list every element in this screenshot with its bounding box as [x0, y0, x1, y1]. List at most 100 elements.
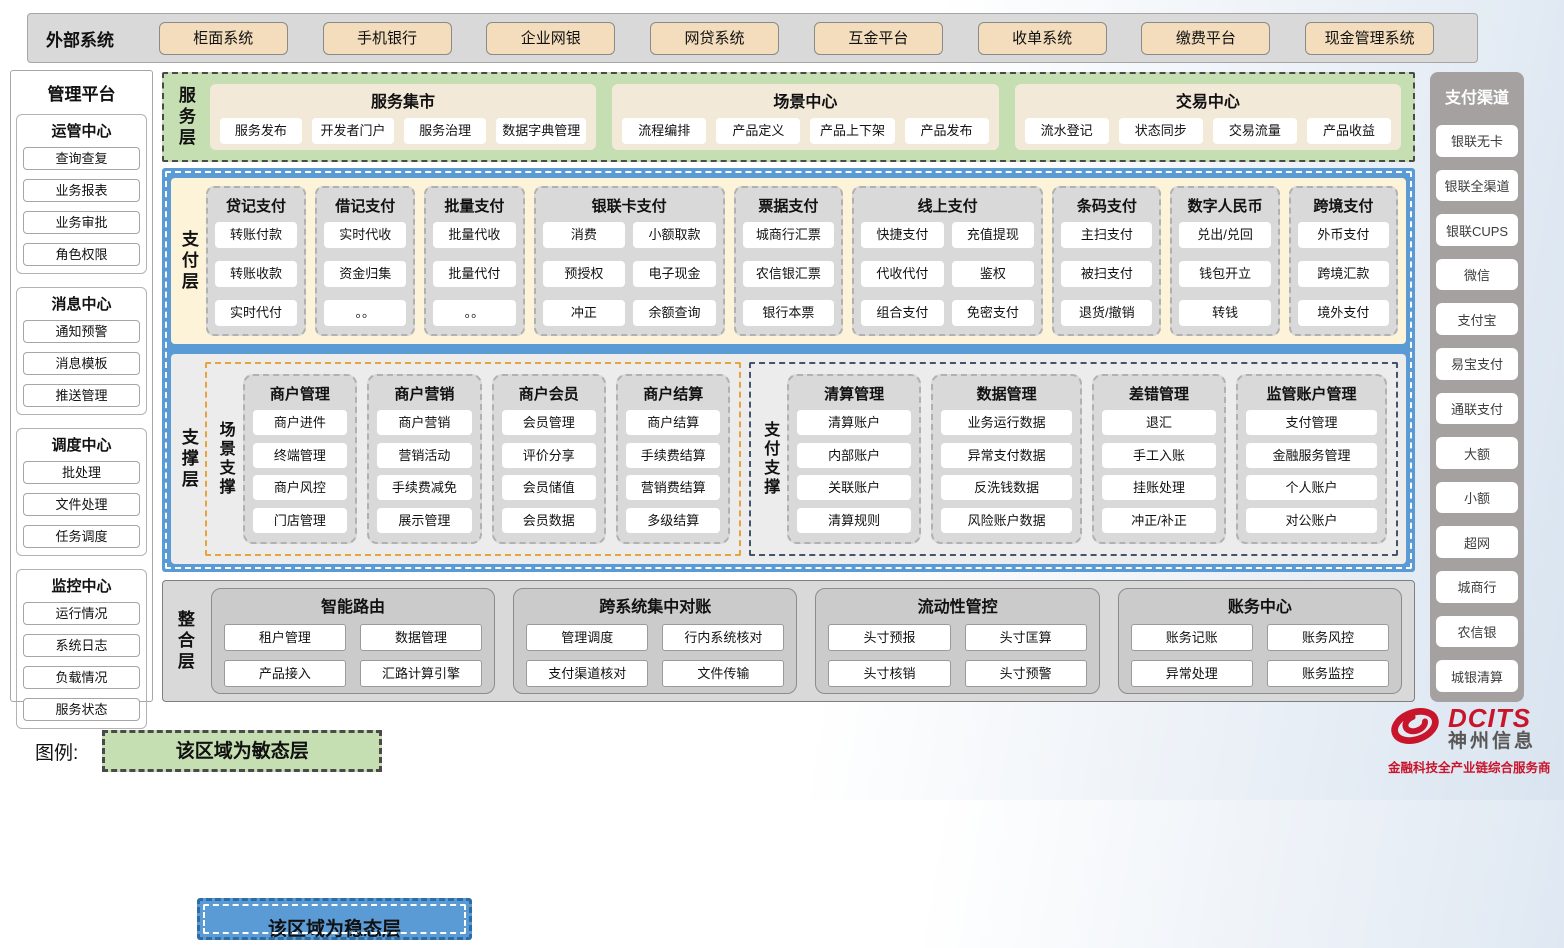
service-item-chip: 数据字典管理 — [496, 118, 587, 144]
support-item-chip: 商户营销 — [377, 410, 472, 435]
pay-item-chip: 转钱 — [1179, 300, 1271, 326]
service-item-chip: 产品发布 — [904, 118, 989, 144]
pay-item-chip: 主扫支付 — [1061, 222, 1153, 248]
logo-company: 神州信息 — [1448, 730, 1537, 752]
external-system-chip: 缴费平台 — [1141, 21, 1271, 55]
support-item-chip: 终端管理 — [252, 442, 348, 468]
mgmt-item-chip: 通知预警 — [23, 320, 140, 343]
stable-layer-frame: 支付层 贷记支付 转账付款 转账收款 实时代付 借记支付 实时代收 资金归集 。… — [162, 168, 1415, 572]
pay-item-chip: 批量代收 — [433, 222, 516, 248]
col-items: 城商行汇票 农信银汇票 银行本票 — [742, 222, 835, 326]
service-item-chip: 产品上下架 — [810, 118, 895, 144]
pay-item-chip: 冲正 — [542, 300, 626, 326]
pay-col-ecny: 数字人民币 兑出/兑回 钱包开立 转钱 — [1170, 186, 1280, 336]
integration-item-chip: 支付渠道核对 — [526, 660, 649, 687]
pay-item-chip: 快捷支付 — [861, 222, 944, 248]
support-item-chip: 内部账户 — [797, 442, 912, 468]
support-item-chip: 关联账户 — [797, 475, 912, 501]
group-data-mgmt: 数据管理 业务运行数据 异常支付数据 反洗钱数据 风险账户数据 — [931, 374, 1083, 544]
group-merchant-settlement: 商户结算 商户结算 手续费结算 营销费结算 多级结算 — [616, 374, 731, 544]
pay-item-chip: 银行本票 — [742, 300, 835, 326]
channel-chip: 通联支付 — [1436, 392, 1518, 425]
panel-service-market: 服务集市 服务发布 开发者门户 服务治理 数据字典管理 — [209, 84, 597, 150]
support-item-chip: 清算账户 — [797, 410, 912, 435]
group-items: 商户营销 营销活动 手续费减免 展示管理 — [377, 410, 472, 533]
group-title: 监控中心 — [51, 578, 112, 595]
mgmt-item-chip: 消息模板 — [23, 352, 140, 375]
panel-items: 流程编排 产品定义 产品上下架 产品发布 — [622, 118, 989, 144]
scene-support-section: 场景支撑 商户管理 商户进件 终端管理 商户风控 门店管理 商户营销 商户营销 … — [204, 362, 742, 556]
mgmt-item-chip: 推送管理 — [23, 384, 140, 407]
col-items: 兑出/兑回 钱包开立 转钱 — [1179, 222, 1271, 326]
pay-item-chip: 跨境汇款 — [1297, 261, 1389, 287]
section-items: 管理调度 行内系统核对 支付渠道核对 文件传输 — [526, 624, 785, 687]
channel-chip: 城商行 — [1436, 571, 1518, 603]
support-layer: 支撑层 场景支撑 商户管理 商户进件 终端管理 商户风控 门店管理 商户营销 商… — [171, 354, 1406, 564]
pay-col-barcode: 条码支付 主扫支付 被扫支付 退货/撤销 — [1052, 186, 1162, 336]
pay-col-unionpay-card: 银联卡支付 消费 小额取款 预授权 电子现金 冲正 余额查询 — [533, 186, 725, 336]
col-title: 票据支付 — [758, 198, 819, 215]
section-items: 账务记账 账务风控 异常处理 账务监控 — [1130, 624, 1390, 687]
group-title: 调度中心 — [51, 437, 112, 454]
mgmt-item-chip: 业务审批 — [23, 211, 140, 234]
integration-item-chip: 管理调度 — [526, 624, 649, 651]
support-item-chip: 异常支付数据 — [941, 442, 1073, 468]
group-merchant-mgmt: 商户管理 商户进件 终端管理 商户风控 门店管理 — [242, 374, 358, 544]
pay-item-chip: 城商行汇票 — [742, 222, 835, 248]
pay-item-chip: 退货/撤销 — [1061, 300, 1153, 326]
service-item-chip: 状态同步 — [1118, 118, 1203, 144]
group-title: 差错管理 — [1129, 386, 1190, 403]
pay-item-chip: 资金归集 — [324, 261, 407, 287]
payment-channels-panel: 支付渠道 银联无卡 银联全渠道 银联CUPS 微信 支付宝 易宝支付 通联支付 … — [1430, 72, 1524, 702]
channel-chip: 银联全渠道 — [1436, 169, 1518, 202]
support-item-chip: 会员管理 — [501, 410, 596, 435]
integration-item-chip: 数据管理 — [359, 624, 483, 651]
service-layer: 服务层 服务集市 服务发布 开发者门户 服务治理 数据字典管理 场景中心 流程编… — [162, 72, 1415, 162]
external-system-chip: 手机银行 — [322, 21, 452, 55]
logo-tagline: 金融科技全产业链综合服务商 — [1388, 761, 1551, 775]
pay-item-chip: 钱包开立 — [1179, 261, 1271, 287]
external-system-chip: 柜面系统 — [158, 21, 288, 55]
service-item-chip: 服务治理 — [404, 118, 487, 144]
support-item-chip: 反洗钱数据 — [941, 475, 1073, 501]
group-merchant-member: 商户会员 会员管理 评价分享 会员储值 会员数据 — [491, 374, 606, 544]
group-regulatory-account: 监管账户管理 支付管理 金融服务管理 个人账户 对公账户 — [1236, 374, 1387, 544]
panel-scene-center: 场景中心 流程编排 产品定义 产品上下架 产品发布 — [612, 84, 999, 150]
support-item-chip: 个人账户 — [1246, 475, 1377, 501]
support-item-chip: 金融服务管理 — [1246, 442, 1377, 468]
section-title: 流动性管控 — [917, 599, 998, 616]
management-platform-title: 管理平台 — [47, 85, 116, 104]
pay-col-crossborder: 跨境支付 外币支付 跨境汇款 境外支付 — [1288, 186, 1398, 336]
support-item-chip: 支付管理 — [1246, 410, 1377, 435]
pay-col-debit: 借记支付 实时代收 资金归集 。。 — [315, 186, 416, 336]
support-item-chip: 会员数据 — [501, 507, 596, 533]
section-items: 头寸预报 头寸匡算 头寸核销 头寸预警 — [828, 624, 1087, 687]
pay-item-chip: 电子现金 — [633, 261, 716, 287]
support-item-chip: 门店管理 — [252, 507, 348, 533]
dcits-swirl-icon — [1388, 703, 1442, 754]
legend-agile-box: 该区域为敏态层 — [102, 730, 383, 772]
group-merchant-marketing: 商户营销 商户营销 营销活动 手续费减免 展示管理 — [367, 374, 482, 544]
pay-item-chip: 实时代收 — [324, 222, 407, 248]
scene-support-label: 场景支撑 — [216, 421, 234, 497]
channel-chip: 支付宝 — [1436, 303, 1518, 336]
panel-items: 流水登记 状态同步 交易流量 产品收益 — [1024, 118, 1391, 144]
group-items: 支付管理 金融服务管理 个人账户 对公账户 — [1246, 410, 1377, 533]
legend: 图例: 该区域为敏态层 该区域为稳态层 — [35, 730, 472, 940]
pay-item-chip: 预授权 — [542, 261, 626, 287]
group-title: 商户结算 — [643, 386, 704, 403]
pay-item-chip: 。。 — [324, 300, 407, 326]
support-item-chip: 对公账户 — [1246, 507, 1377, 533]
mgmt-item-chip: 文件处理 — [23, 493, 140, 516]
panel-title: 服务集市 — [371, 94, 436, 111]
integration-item-chip: 产品接入 — [223, 660, 346, 687]
group-monitoring-center: 监控中心 运行情况 系统日志 负载情况 服务状态 — [16, 569, 147, 729]
mgmt-item-chip: 角色权限 — [23, 243, 140, 266]
mgmt-item-chip: 系统日志 — [23, 634, 140, 657]
section-accounting-center: 账务中心 账务记账 账务风控 异常处理 账务监控 — [1117, 588, 1403, 694]
panel-items: 服务发布 开发者门户 服务治理 数据字典管理 — [219, 118, 587, 144]
pay-item-chip: 境外支付 — [1297, 300, 1389, 326]
integration-item-chip: 账务监控 — [1266, 660, 1390, 687]
support-item-chip: 多级结算 — [626, 507, 721, 533]
pay-col-online: 线上支付 快捷支付 充值提现 代收代付 鉴权 组合支付 免密支付 — [852, 186, 1044, 336]
